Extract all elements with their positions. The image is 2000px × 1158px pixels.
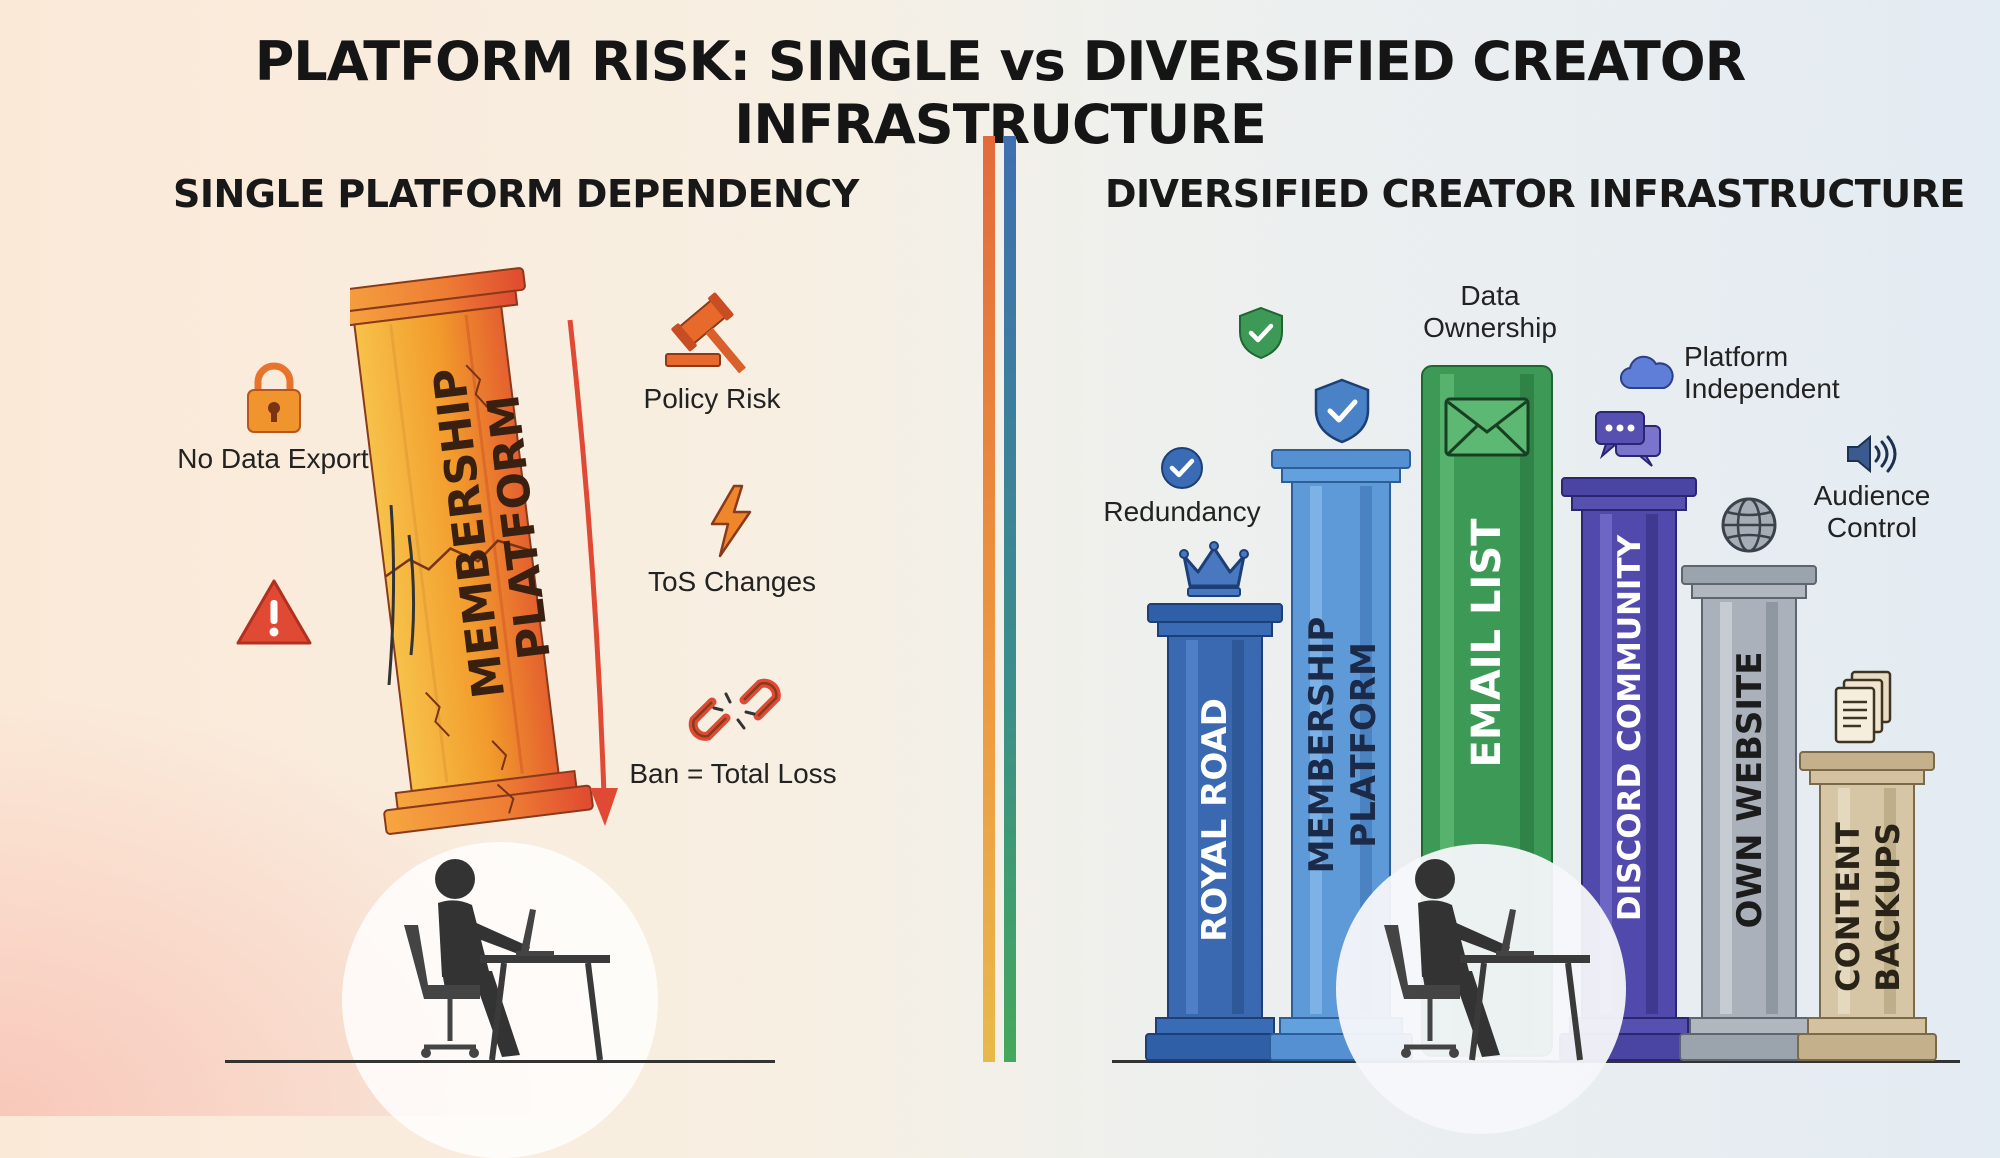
benefit-platform-line1: Platform	[1684, 341, 1789, 372]
pillar-label-backups-line2: BACKUPS	[1869, 822, 1907, 992]
page-title: PLATFORM RISK: SINGLE vs DIVERSIFIED CRE…	[254, 30, 1747, 156]
pillar-label-membership-line1: MEMBERSHIP	[1302, 616, 1342, 874]
benefit-redundancy: Redundancy	[1103, 496, 1261, 527]
broken-link-icon	[688, 678, 781, 741]
benefit-audience-line1: Audience	[1813, 480, 1931, 511]
pillar-own-website	[1679, 565, 1819, 1061]
pillar-discord	[1559, 477, 1699, 1061]
benefit-data-ownership: Data Ownership	[1390, 280, 1590, 344]
benefit-data-line1: Data	[1460, 280, 1520, 311]
pillar-label-backups-line1: CONTENT	[1829, 822, 1867, 992]
left-ground-line	[225, 1060, 775, 1063]
cloud-icon	[1620, 355, 1674, 390]
right-panel-heading: DIVERSIFIED CREATOR INFRASTRUCTURE	[1105, 172, 1965, 216]
risk-tos-changes: ToS Changes	[647, 566, 817, 597]
speaker-icon	[1847, 434, 1897, 474]
risk-policy: Policy Risk	[643, 383, 781, 414]
shield-check-icon	[1314, 378, 1370, 444]
left-panel-heading: SINGLE PLATFORM DEPENDENCY	[173, 172, 859, 216]
crown-icon	[1179, 541, 1249, 597]
benefit-platform-independent: Platform Independent	[1684, 341, 1884, 405]
falling-arrow	[567, 319, 618, 826]
pillar-content-backups	[1797, 751, 1937, 1061]
divider-warm	[983, 136, 995, 1062]
shake-lines	[387, 505, 416, 685]
benefit-platform-line2: Independent	[1684, 373, 1840, 404]
globe-icon	[1721, 497, 1777, 553]
benefit-audience-line2: Control	[1826, 512, 1918, 543]
warning-icon	[236, 579, 312, 645]
benefit-audience-control: Audience Control	[1782, 480, 1962, 544]
gavel-icon	[665, 292, 746, 374]
chat-icon	[1595, 411, 1661, 467]
shield-check-icon	[1239, 306, 1283, 360]
check-circle-icon	[1161, 447, 1203, 489]
risk-ban-total-loss: Ban = Total Loss	[629, 758, 837, 789]
documents-icon	[1834, 670, 1892, 744]
lightning-icon	[710, 484, 752, 558]
benefit-data-line2: Ownership	[1423, 312, 1557, 343]
envelope-icon	[1444, 397, 1530, 457]
risk-no-data-export: No Data Export	[177, 443, 369, 474]
single-platform-pillar	[350, 267, 594, 835]
lock-icon	[247, 362, 301, 433]
person-laptop-icon	[404, 859, 610, 1061]
person-laptop-icon	[1384, 859, 1590, 1061]
divider-cool	[1004, 136, 1016, 1062]
pillar-royal-road	[1145, 603, 1285, 1061]
